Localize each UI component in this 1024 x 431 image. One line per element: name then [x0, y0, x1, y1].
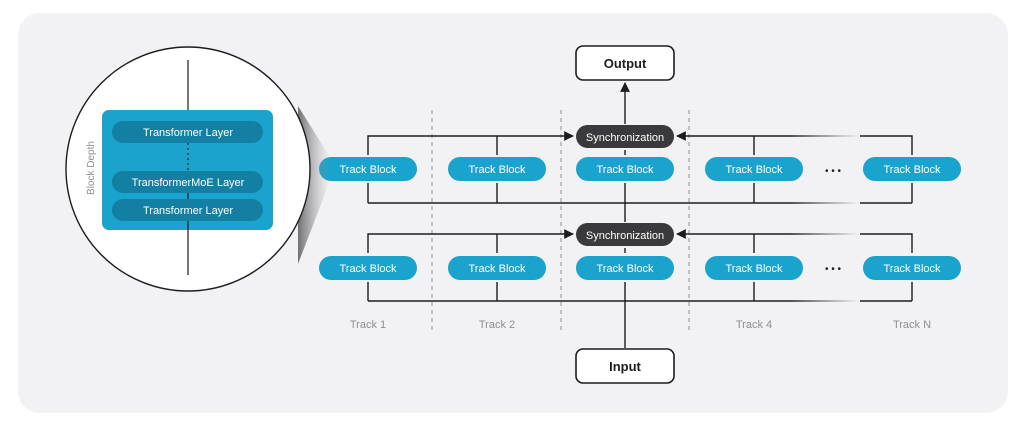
track-block-label: Track Block: [725, 164, 783, 176]
ellipsis: • • •: [825, 264, 842, 275]
track-block[interactable]: Track Block: [705, 256, 803, 280]
track-block[interactable]: Track Block: [576, 256, 674, 280]
track-label: Track 1: [350, 319, 386, 331]
track-block[interactable]: Track Block: [576, 157, 674, 181]
track-block[interactable]: Track Block: [319, 256, 417, 280]
block-depth-label: Block Depth: [86, 141, 97, 195]
input-node[interactable]: Input: [575, 348, 675, 384]
fade-overlay: [790, 120, 860, 310]
track-block[interactable]: Track Block: [448, 256, 546, 280]
layer-transformer-top[interactable]: Transformer Layer: [112, 121, 263, 143]
track-block-label: Track Block: [468, 263, 526, 275]
track-label: Track 4: [736, 319, 772, 331]
track-block-label: Track Block: [339, 164, 397, 176]
track-block[interactable]: Track Block: [863, 157, 961, 181]
track-block[interactable]: Track Block: [705, 157, 803, 181]
track-separators: [431, 110, 690, 332]
track-block-label: Track Block: [339, 263, 397, 275]
track-block[interactable]: Track Block: [863, 256, 961, 280]
track-block-label: Track Block: [883, 263, 941, 275]
output-label: Output: [604, 56, 647, 71]
track-block-label: Track Block: [596, 263, 654, 275]
track-block-label: Track Block: [725, 263, 783, 275]
track-block-label: Track Block: [883, 164, 941, 176]
track-block[interactable]: Track Block: [448, 157, 546, 181]
sync-node-row2[interactable]: Synchronization: [576, 223, 674, 246]
track-block[interactable]: Track Block: [319, 157, 417, 181]
output-node[interactable]: Output: [575, 45, 675, 81]
layer-label: Transformer Layer: [143, 205, 233, 217]
track-label: Track 2: [479, 319, 515, 331]
track-block-label: Track Block: [468, 164, 526, 176]
input-label: Input: [609, 359, 641, 374]
layer-label: TransformerMoE Layer: [132, 177, 245, 189]
track-blocks-row2: Track Block Track Block Track Block Trac…: [319, 256, 961, 280]
layer-transformer-bottom[interactable]: Transformer Layer: [112, 199, 263, 221]
zoom-inset: Transformer Layer TransformerMoE Layer T…: [65, 46, 311, 292]
ellipsis: • • •: [825, 166, 842, 177]
track-block-label: Track Block: [596, 164, 654, 176]
layer-transformer-moe[interactable]: TransformerMoE Layer: [112, 171, 263, 193]
track-blocks-row1: Track Block Track Block Track Block Trac…: [319, 157, 961, 181]
layer-label: Transformer Layer: [143, 127, 233, 139]
track-labels: Track 1 Track 2 Track 4 Track N: [350, 319, 931, 331]
sync-node-row1[interactable]: Synchronization: [576, 125, 674, 148]
sync-label: Synchronization: [586, 132, 664, 144]
sync-label: Synchronization: [586, 230, 664, 242]
track-label: Track N: [893, 319, 931, 331]
